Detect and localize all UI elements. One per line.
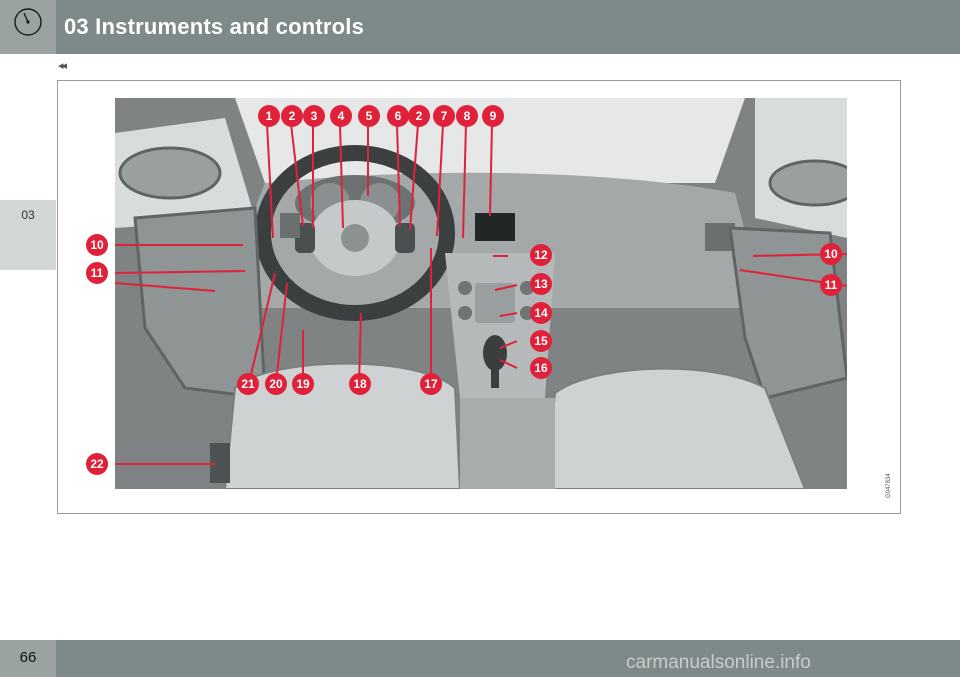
callout-14: 14 — [530, 302, 552, 324]
figure-code: G047834 — [886, 473, 892, 498]
page-number: 66 — [19, 649, 37, 666]
callout-10-right: 10 — [820, 243, 842, 265]
chapter-label: 03 — [21, 208, 35, 222]
callout-3: 3 — [303, 105, 325, 127]
callout-6: 6 — [387, 105, 409, 127]
footer-bar — [0, 640, 960, 677]
watermark: carmanualsonline.info — [626, 652, 811, 673]
callout-9: 9 — [482, 105, 504, 127]
callout-2b: 2 — [408, 105, 430, 127]
callout-10-left: 10 — [86, 234, 108, 256]
callout-4: 4 — [330, 105, 352, 127]
callout-12: 12 — [530, 244, 552, 266]
page-title: 03 Instruments and controls — [64, 14, 365, 39]
back-nav-icon[interactable]: ◂◂ — [58, 60, 67, 72]
callout-17: 17 — [420, 373, 442, 395]
callout-18: 18 — [349, 373, 371, 395]
callout-7: 7 — [433, 105, 455, 127]
callout-20: 20 — [265, 373, 287, 395]
callout-22: 22 — [86, 453, 108, 475]
callout-13: 13 — [530, 273, 552, 295]
callout-11-left: 11 — [86, 262, 108, 284]
callout-11-right: 11 — [820, 274, 842, 296]
callout-15: 15 — [530, 330, 552, 352]
chapter-tab[interactable] — [0, 200, 56, 270]
footer-page-box — [0, 640, 56, 677]
header-bar — [0, 0, 960, 54]
gauge-icon — [14, 8, 42, 36]
sidebar — [0, 54, 56, 640]
callout-5: 5 — [358, 105, 380, 127]
header-icon-box — [0, 0, 56, 54]
callout-8: 8 — [456, 105, 478, 127]
callout-21: 21 — [237, 373, 259, 395]
callout-16: 16 — [530, 357, 552, 379]
callout-19: 19 — [292, 373, 314, 395]
callout-2: 2 — [281, 105, 303, 127]
dashboard-illustration — [115, 98, 847, 489]
callout-1: 1 — [258, 105, 280, 127]
